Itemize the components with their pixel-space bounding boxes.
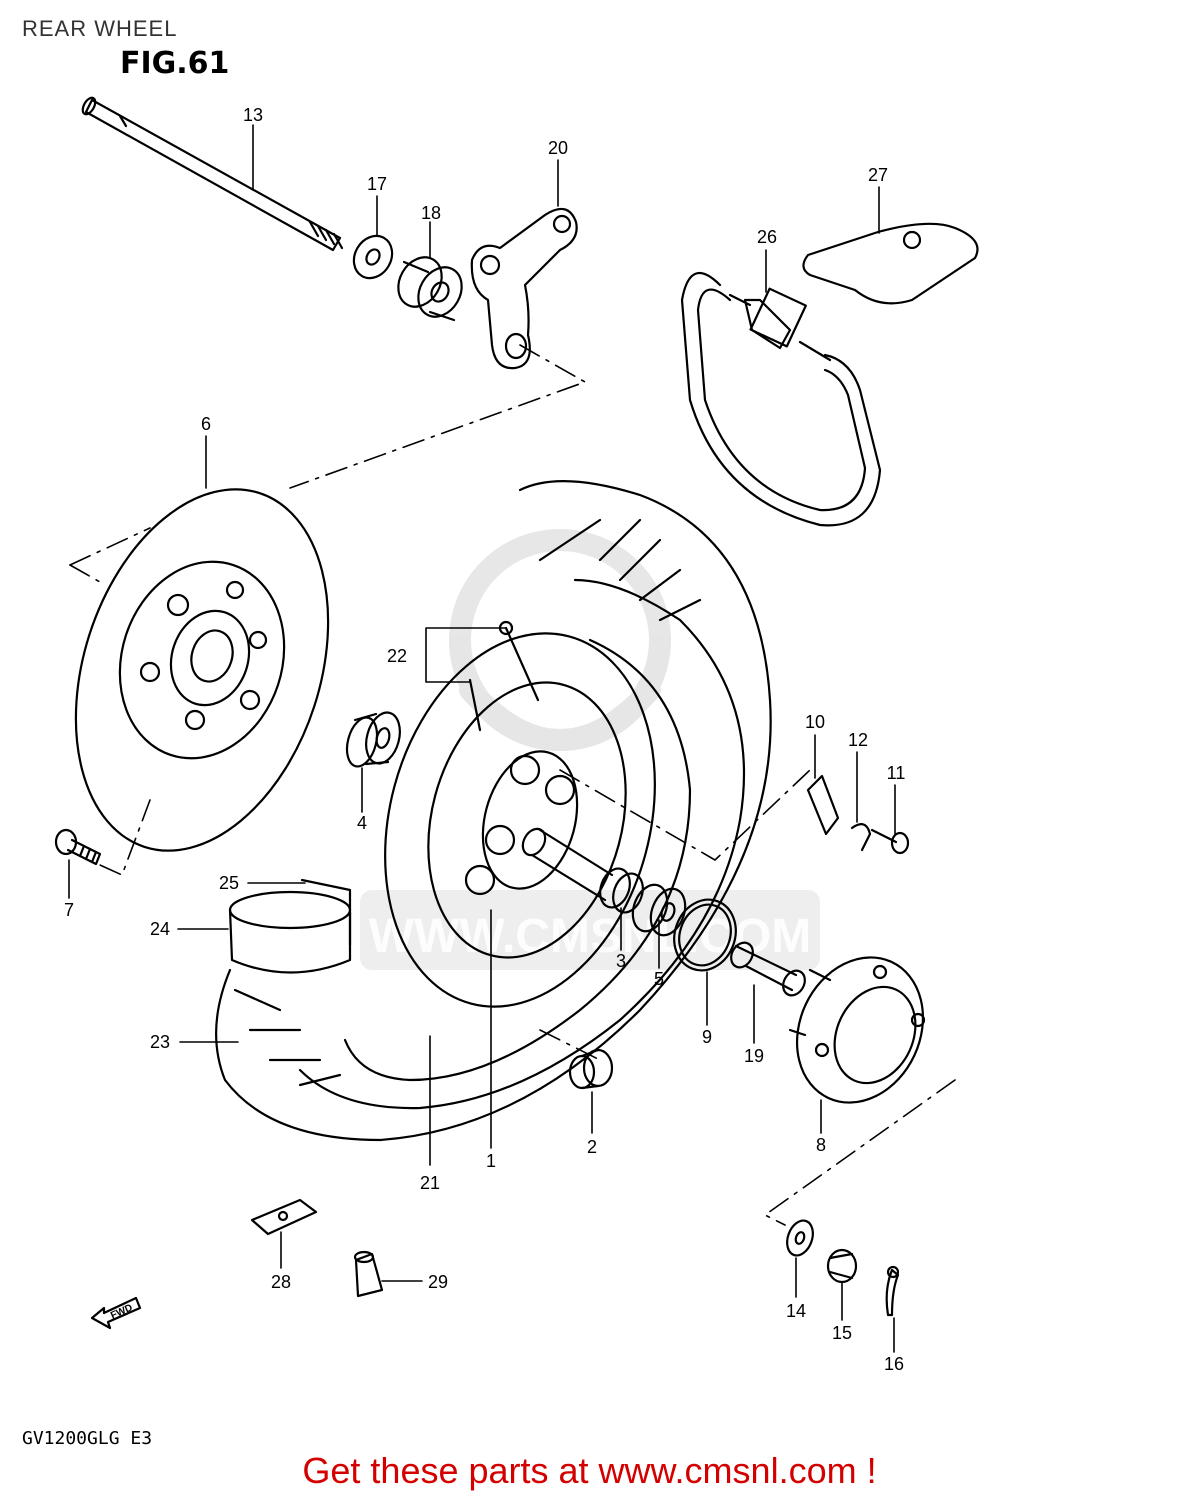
washer-drawing <box>352 234 394 280</box>
valve-nut-drawing <box>353 1250 384 1298</box>
spacer-drawing <box>397 256 463 322</box>
part-label-26[interactable]: 26 <box>757 227 777 247</box>
spacer-small-drawing <box>568 1048 614 1090</box>
rear-axle-drawing <box>81 96 344 252</box>
part-label-15[interactable]: 15 <box>832 1323 852 1343</box>
part-label-20[interactable]: 20 <box>548 138 568 158</box>
axle-nut-drawing <box>826 1248 858 1284</box>
sleeve-drawing <box>730 941 806 997</box>
tube-drawing <box>228 878 352 974</box>
part-label-4[interactable]: 4 <box>357 813 367 833</box>
watermark-logo <box>360 529 820 970</box>
part-label-19[interactable]: 19 <box>744 1046 764 1066</box>
disc-bolt-drawing <box>54 828 102 866</box>
part-label-22[interactable]: 22 <box>387 646 407 666</box>
part-number-labels: 13 17 18 20 26 27 6 22 4 10 12 11 7 25 2… <box>64 105 905 1374</box>
cotter-pin-drawing <box>885 1265 900 1317</box>
part-label-23[interactable]: 23 <box>150 1032 170 1052</box>
hub-axle-drawing <box>521 827 614 902</box>
part-label-27[interactable]: 27 <box>868 165 888 185</box>
footer-shop-link[interactable]: Get these parts at www.cmsnl.com ! <box>302 1450 877 1491</box>
forward-label: FWD <box>109 1302 134 1321</box>
part-label-29[interactable]: 29 <box>428 1272 448 1292</box>
part-label-7[interactable]: 7 <box>64 900 74 920</box>
leader-lines <box>68 124 896 1353</box>
rim-band-drawing <box>680 272 882 527</box>
o-ring-drawing <box>673 898 737 972</box>
model-code: GV1200GLG E3 <box>22 1428 153 1449</box>
part-label-9[interactable]: 9 <box>702 1027 712 1047</box>
part-label-16[interactable]: 16 <box>884 1354 904 1374</box>
part-label-6[interactable]: 6 <box>201 414 211 434</box>
part-label-12[interactable]: 12 <box>848 730 868 750</box>
part-label-8[interactable]: 8 <box>816 1135 826 1155</box>
balancer-drawing <box>806 774 910 855</box>
part-label-13[interactable]: 13 <box>243 105 263 125</box>
part-label-21[interactable]: 21 <box>420 1173 440 1193</box>
part-label-17[interactable]: 17 <box>367 174 387 194</box>
part-label-2[interactable]: 2 <box>587 1137 597 1157</box>
page-title: REAR WHEEL <box>22 16 178 41</box>
figure-label: FIG.61 <box>120 46 230 81</box>
part-label-25[interactable]: 25 <box>219 873 239 893</box>
bearing-left-drawing <box>345 711 401 768</box>
assembly-guide-lines <box>69 344 956 1226</box>
part-label-1[interactable]: 1 <box>486 1151 496 1171</box>
drive-hub-drawing <box>788 956 926 1104</box>
part-label-18[interactable]: 18 <box>421 203 441 223</box>
part-label-5[interactable]: 5 <box>654 969 664 989</box>
axle-washer-drawing <box>786 1219 814 1257</box>
part-label-3[interactable]: 3 <box>616 951 626 971</box>
forward-arrow-icon: FWD <box>90 1296 142 1330</box>
part-label-24[interactable]: 24 <box>150 919 170 939</box>
watermark-text: WWW.CMSNL.COM <box>369 910 812 963</box>
part-label-11[interactable]: 11 <box>887 763 906 783</box>
brake-disc-drawing <box>74 488 330 852</box>
valve-cap-drawing <box>250 1198 318 1236</box>
caliper-bracket-drawing <box>470 207 578 370</box>
wheel-assembly-drawing <box>215 480 772 1142</box>
part-label-10[interactable]: 10 <box>805 712 825 732</box>
part-label-14[interactable]: 14 <box>786 1301 806 1321</box>
part-label-28[interactable]: 28 <box>271 1272 291 1292</box>
tube-patch-drawing <box>802 222 979 305</box>
